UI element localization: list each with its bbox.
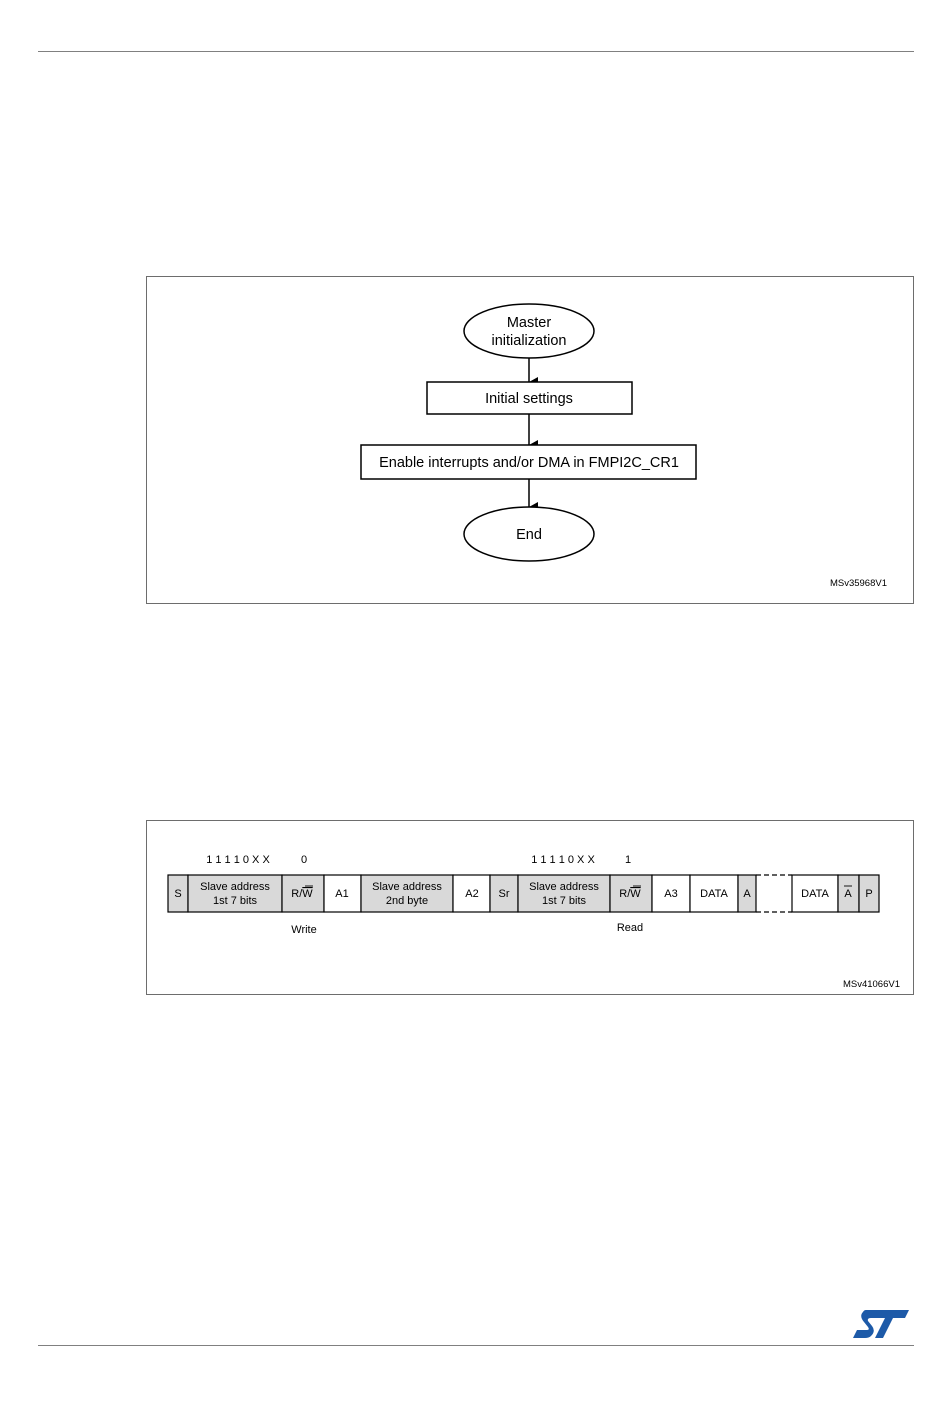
rw-read-bar-letter: W <box>630 888 641 900</box>
flowchart-figure: Master initialization Initial settings E… <box>146 276 914 604</box>
sequence-svg: 1 1 1 1 0 X X 0 1 1 1 1 0 X X 1 S Slave … <box>147 821 915 996</box>
cell-ack-label: A <box>743 888 751 900</box>
footer-rule <box>38 1345 914 1346</box>
cell-data-2-label: DATA <box>801 888 829 900</box>
start-label-line1: Master <box>507 315 551 331</box>
start-node <box>464 304 594 358</box>
start-label-line2: initialization <box>492 333 567 349</box>
read-rw-bit: 1 <box>625 854 631 866</box>
sequence-figure: 1 1 1 1 0 X X 0 1 1 1 1 0 X X 1 S Slave … <box>146 820 914 995</box>
read-caption: Read <box>617 922 643 934</box>
cell-start-label: S <box>174 888 181 900</box>
cell-repeated-start-label: Sr <box>499 888 510 900</box>
cell-stop-label: P <box>865 888 872 900</box>
cell-ack-a2-label: A2 <box>465 888 478 900</box>
flowchart-svg: Master initialization Initial settings E… <box>147 277 915 605</box>
cell-ack-a3-label: A3 <box>664 888 677 900</box>
end-label: End <box>516 527 542 543</box>
cell-slave-address-2-line1: Slave address <box>372 881 442 893</box>
cell-rw-write-label: R/W <box>291 888 313 900</box>
step2-label: Enable interrupts and/or DMA in FMPI2C_C… <box>379 455 679 471</box>
cell-ack-a1-label: A1 <box>335 888 348 900</box>
cell-slave-address-3-line1: Slave address <box>529 881 599 893</box>
flowchart-ref-code: MSv35968V1 <box>830 578 887 589</box>
write-address-bits: 1 1 1 1 0 X X <box>206 854 270 866</box>
cell-nack-label: A <box>844 888 852 900</box>
st-logo-icon <box>852 1308 910 1340</box>
cell-slave-address-2-line2: 2nd byte <box>386 895 428 907</box>
cell-data-1-label: DATA <box>700 888 728 900</box>
cell-slave-address-1-line1: Slave address <box>200 881 270 893</box>
rw-write-bar-letter: W <box>302 888 313 900</box>
header-rule <box>38 51 914 52</box>
cell-slave-address-3-line2: 1st 7 bits <box>542 895 587 907</box>
step1-label: Initial settings <box>485 391 573 407</box>
cell-slave-address-1-line2: 1st 7 bits <box>213 895 258 907</box>
write-rw-bit: 0 <box>301 854 307 866</box>
cell-rw-read-label: R/W <box>619 888 641 900</box>
read-address-bits: 1 1 1 1 0 X X <box>531 854 595 866</box>
sequence-ref-code: MSv41066V1 <box>843 979 900 990</box>
write-caption: Write <box>291 924 316 936</box>
